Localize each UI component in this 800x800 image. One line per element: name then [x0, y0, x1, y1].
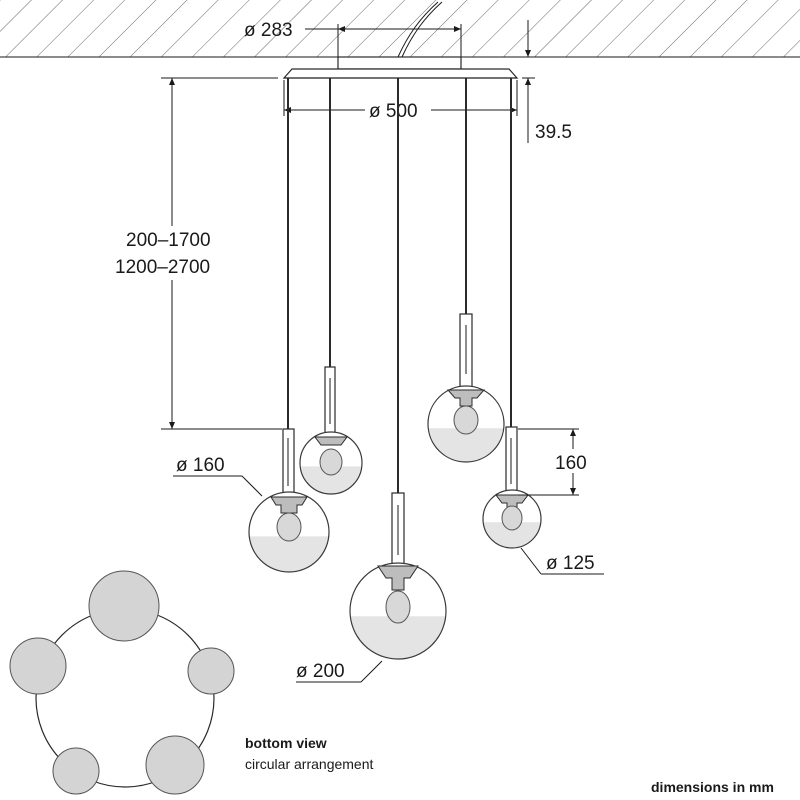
- dim-label-globe-200: ø 200: [296, 661, 345, 682]
- leader-globe-200: ø 200: [296, 660, 383, 683]
- pendant-right-125: [482, 426, 542, 549]
- dim-label-suspension-1: 200–1700: [126, 230, 211, 251]
- cords: [287, 78, 512, 494]
- pendant-left-160: [248, 428, 330, 573]
- dim-label-drop-160: 160: [555, 453, 587, 474]
- power-cable-2: [401, 1, 443, 58]
- dimension-drop-160: 160: [518, 428, 598, 496]
- leader-globe-160: ø 160: [173, 455, 263, 497]
- dim-label-suspension-2: 1200–2700: [115, 257, 210, 278]
- dim-label-globe-160: ø 160: [176, 455, 225, 476]
- dimension-canopy: ø 500: [283, 80, 518, 122]
- canopy: [282, 56, 519, 79]
- dimension-canopy-height: 39.5: [522, 20, 572, 143]
- pendant-upper-right: [427, 313, 505, 463]
- dim-label-283: ø 283: [244, 20, 293, 41]
- dim-label-500: ø 500: [369, 101, 418, 122]
- bottom-view: [9, 570, 235, 795]
- dimension-suspension: 200–1700 1200–2700: [110, 77, 282, 430]
- power-cable: [397, 1, 439, 58]
- dimension-canopy-small: ø 283: [244, 20, 462, 57]
- bottom-view-subtitle: circular arrangement: [245, 756, 373, 772]
- pendant-upper-left: [299, 366, 363, 495]
- dim-label-globe-125: ø 125: [546, 553, 595, 574]
- bottom-view-title: bottom view: [245, 735, 327, 751]
- dim-label-39-5: 39.5: [535, 122, 572, 143]
- leader-globe-125: ø 125: [520, 547, 604, 575]
- pendant-center-200: [349, 492, 447, 660]
- units-note: dimensions in mm: [651, 779, 774, 795]
